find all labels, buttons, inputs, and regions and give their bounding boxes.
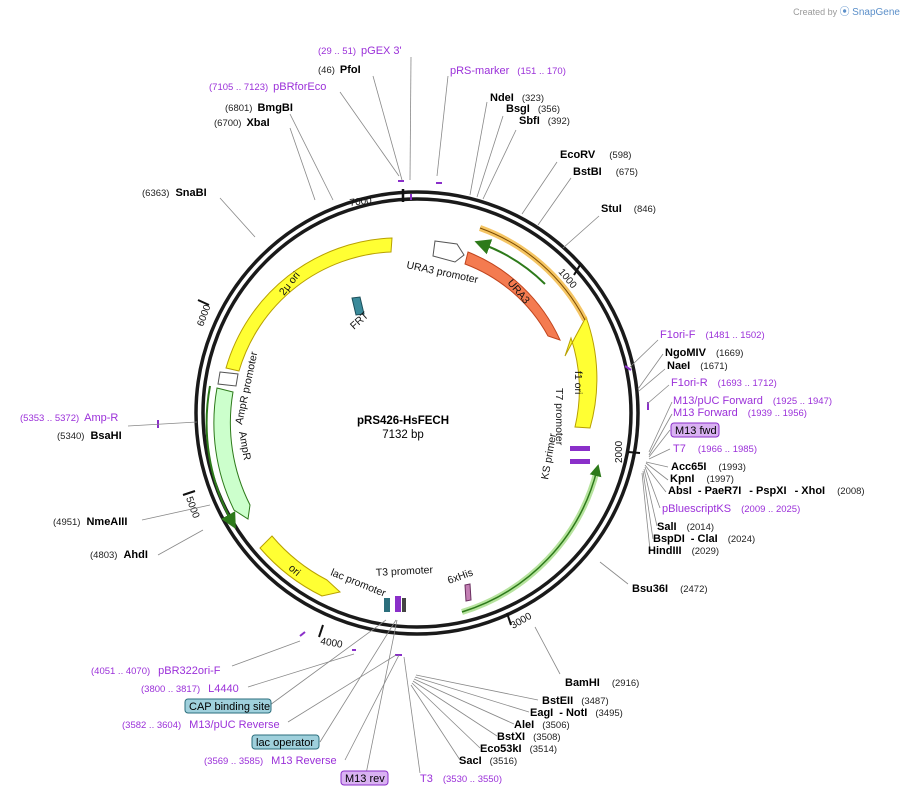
site-stui: StuI(846)	[601, 203, 656, 215]
ura3-promoter-arrow	[432, 240, 465, 263]
tick-4000: 4000	[319, 636, 343, 651]
site-bsu36i: Bsu36I(2472)	[632, 583, 708, 595]
f1-ori-label: f1 ori	[572, 371, 584, 394]
ampr-label: AmpR	[236, 430, 253, 461]
tick-7000: 7000	[349, 195, 373, 209]
green-arc-bottom-line	[461, 464, 602, 613]
m13-rev-badge-box	[340, 770, 389, 786]
ura3-arrow	[464, 251, 561, 341]
credit-brand: SnapGene	[852, 7, 900, 18]
right-labels: F1ori-F(1481 .. 1502) NgoMIV(1669) NaeI(…	[632, 329, 865, 595]
site-nmeaiii: (4951)NmeAIII	[53, 516, 127, 528]
site-acc65i: Acc65I(1993)	[671, 461, 746, 473]
site-sbfi: SbfI(392)	[519, 115, 570, 127]
m13-fwd-badge: M13 fwd	[675, 425, 717, 437]
frt-marker	[351, 296, 365, 316]
top-labels: (29 .. 51)pGEX 3' (46)PfoI (7105 .. 7123…	[142, 45, 656, 215]
primer-f1orir: F1ori-R(1693 .. 1712)	[671, 377, 777, 389]
site-pfoi: (46)PfoI	[318, 64, 361, 76]
primer-t3: T3(3530 .. 3550)	[420, 773, 502, 785]
snapgene-logo-icon: ⦿	[839, 7, 850, 18]
ampr-arrow	[213, 387, 251, 520]
ks-primer-label: KS primer	[539, 432, 559, 481]
site-ndei: NdeI(323)	[490, 92, 544, 104]
primer-prsmarker: pRS-marker(151 .. 170)	[450, 65, 566, 77]
credit-text: Created by	[793, 7, 838, 17]
site-bstxi: BstXI(3508)	[497, 731, 561, 743]
primer-pbluescriptks: pBluescriptKS(2009 .. 2025)	[662, 503, 800, 515]
site-eco53ki: Eco53kI(3514)	[480, 743, 557, 755]
plasmid-length: 7132 bp	[382, 429, 424, 441]
lac-marker-1	[384, 598, 390, 612]
m13-rev-badge: M13 rev	[345, 773, 385, 785]
green-arc-left	[205, 385, 236, 530]
ampr-promoter-arrow	[217, 371, 239, 387]
orange-arc-line	[479, 227, 586, 321]
primer-pbrforeco: (7105 .. 7123)pBRforEco	[209, 81, 326, 93]
site-snabi: (6363)SnaBI	[142, 187, 207, 199]
lac-operator-badge-box	[251, 734, 320, 750]
primer-ampr: (5353 .. 5372)Amp-R	[20, 412, 118, 424]
site-saci: SacI(3516)	[459, 755, 517, 767]
bottom-labels: BamHI(2916) (4051 .. 4070)pBR322ori-F (3…	[91, 665, 639, 786]
twomu-ori-arrow	[225, 237, 393, 372]
site-eagi: EagI- NotI(3495)	[530, 707, 623, 719]
his-marker	[464, 583, 472, 602]
frt-label: FRT	[348, 309, 371, 332]
site-bspdi: BspDI- ClaI(2024)	[653, 533, 755, 545]
site-sali: SalI(2014)	[657, 521, 714, 533]
ks-marker	[570, 459, 590, 464]
site-bmgbi: (6801)BmgBI	[225, 102, 293, 114]
lac-operator-badge: lac operator	[256, 737, 314, 749]
primer-pbr322ori: (4051 .. 4070)pBR322ori-F	[91, 665, 221, 677]
tick-6000: 6000	[195, 303, 213, 328]
green-arc-bottom	[461, 469, 600, 615]
site-kpni: KpnI(1997)	[670, 473, 734, 485]
lac-marker-2	[395, 596, 401, 612]
site-alei: AleI(3506)	[514, 719, 570, 731]
site-hindiii: HindIII(2029)	[648, 545, 719, 557]
site-bamhi: BamHI(2916)	[565, 677, 639, 689]
cap-badge: CAP binding site	[189, 701, 270, 713]
snapgene-credit: Created by ⦿ SnapGene	[793, 3, 900, 18]
feature-arrows	[205, 225, 602, 615]
plasmid-name: pRS426-HsFECH	[357, 415, 449, 427]
cap-badge-box	[184, 698, 272, 714]
tick-2000: 2000	[614, 440, 625, 463]
site-bsahi: (5340)BsaHI	[57, 430, 122, 442]
f1-ori-arrow	[564, 315, 598, 429]
backbone	[194, 190, 640, 636]
left-labels: (5353 .. 5372)Amp-R (5340)BsaHI (4951)Nm…	[20, 412, 148, 561]
m13-fwd-badge-box	[670, 422, 720, 438]
primer-l4440: (3800 .. 3817)L4440	[141, 683, 239, 695]
ori-arrow	[259, 535, 342, 597]
site-absi: AbsI- PaeR7I- PspXI- XhoI(2008)	[668, 485, 865, 497]
site-bstbi: BstBI(675)	[573, 166, 638, 178]
primer-m13reverse: (3569 .. 3585)M13 Reverse	[204, 755, 337, 767]
leader-lines	[127, 56, 673, 775]
site-naei: NaeI(1671)	[667, 360, 728, 372]
t3-promoter-label: T3 promoter	[376, 564, 434, 579]
site-ngomiv: NgoMIV(1669)	[665, 347, 743, 359]
primer-f1orif: F1ori-F(1481 .. 1502)	[660, 329, 765, 341]
site-xbai: (6700)XbaI	[214, 117, 270, 129]
primer-m13pucrev: (3582 .. 3604)M13/pUC Reverse	[122, 719, 280, 731]
lac-marker-3	[402, 598, 406, 612]
site-ahdi: (4803)AhdI	[90, 549, 148, 561]
site-bsteii: BstEII(3487)	[542, 695, 609, 707]
green-arc-top	[474, 239, 546, 285]
site-bsgi: BsgI(356)	[506, 103, 560, 115]
primer-pgex3: (29 .. 51)pGEX 3'	[318, 45, 402, 57]
primer-m13pucfwd: M13/pUC Forward(1925 .. 1947)	[673, 395, 832, 407]
primer-t7: T7(1966 .. 1985)	[673, 443, 757, 455]
t7-marker	[570, 446, 590, 451]
site-ecorv: EcoRV(598)	[560, 149, 631, 161]
t7-promoter-label: T7 promoter	[553, 388, 565, 446]
primer-m13forward: M13 Forward(1939 .. 1956)	[673, 407, 807, 419]
